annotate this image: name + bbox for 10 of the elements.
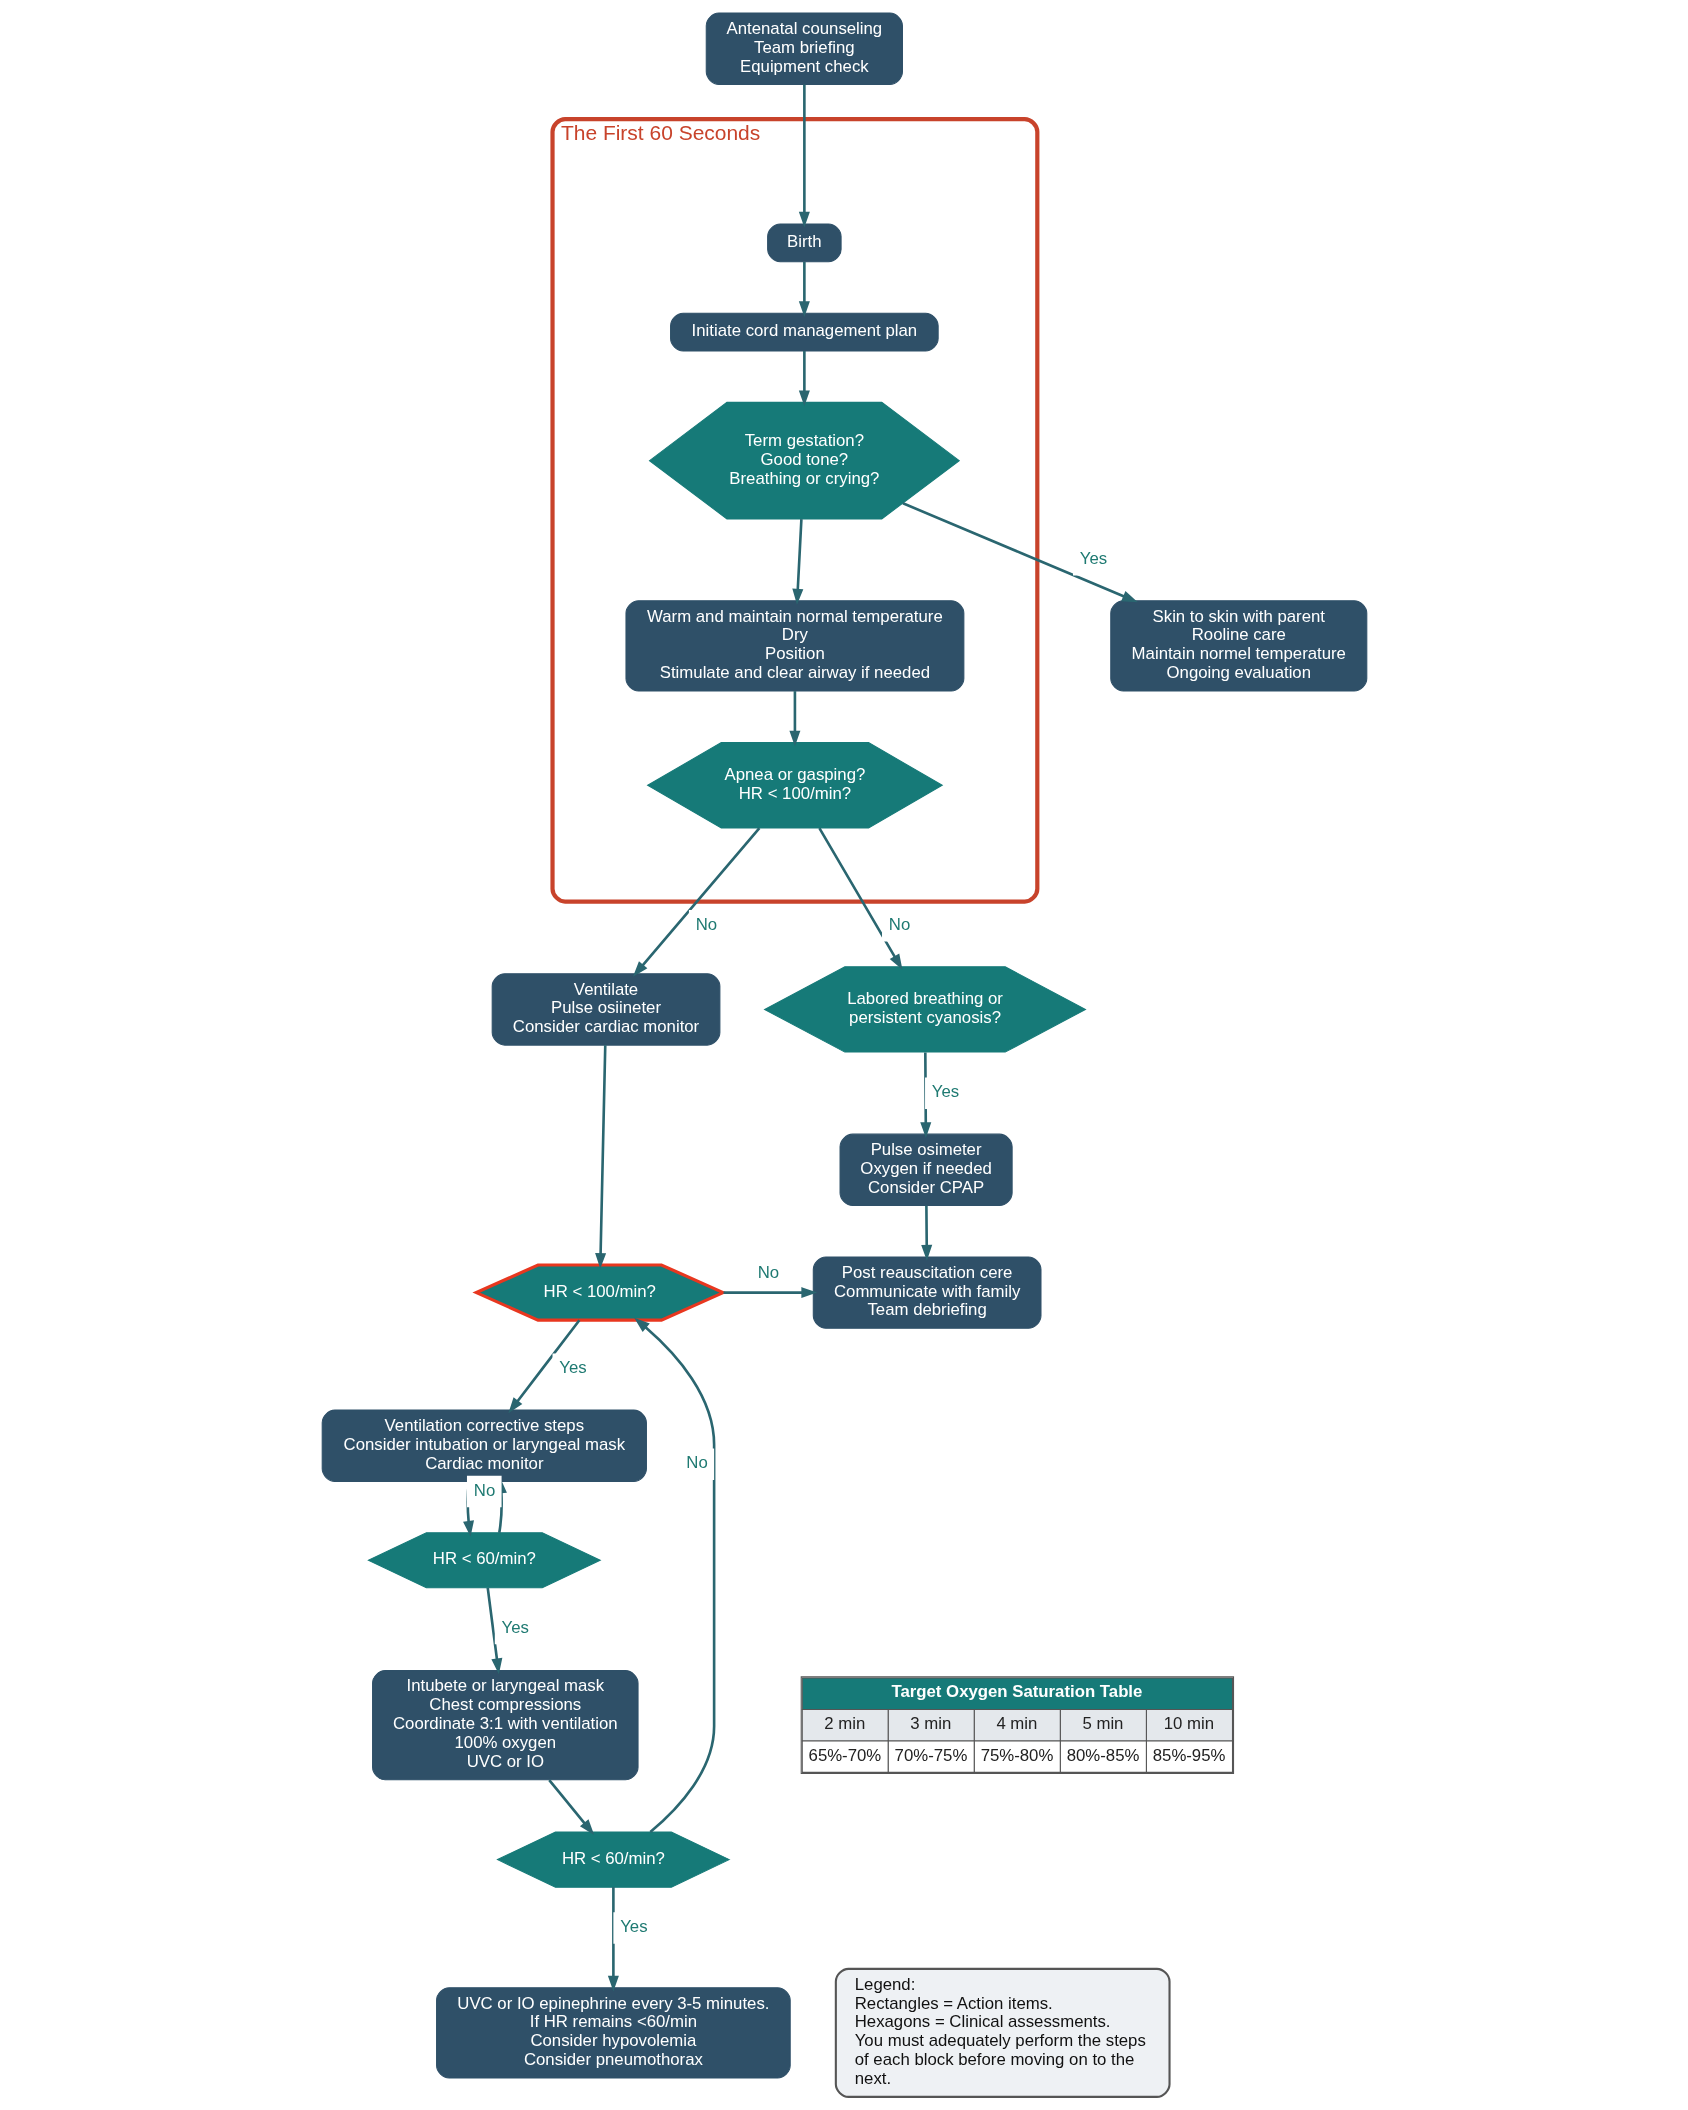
edge-label: No — [888, 914, 910, 934]
edge-label: Yes — [619, 1916, 648, 1936]
edge-label: No — [685, 1453, 708, 1473]
edge-label: Yes — [501, 1617, 529, 1637]
edge-label: No — [757, 1262, 779, 1282]
edge-label: Yes — [558, 1358, 587, 1378]
edge-label: No — [695, 914, 717, 934]
edge-label: Yes — [931, 1082, 959, 1102]
edge-label: Yes — [1079, 548, 1107, 568]
edge-label: No — [473, 1480, 495, 1500]
